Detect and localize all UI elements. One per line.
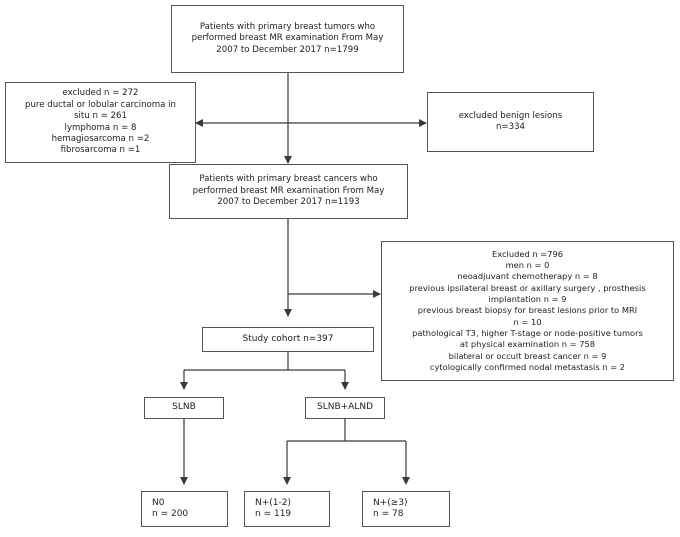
node-text-line: previous ipsilateral breast or axillary …	[409, 282, 646, 293]
node-text-line: Patients with primary breast tumors who	[199, 21, 376, 32]
node-text-line: implantation n = 9	[488, 294, 567, 305]
node-text-line: n = 10	[513, 316, 542, 327]
node-excluded-272: excluded n = 272 pure ductal or lobular …	[5, 82, 196, 163]
node-text-line: men n = 0	[505, 260, 550, 271]
node-text-line: situ n = 261	[74, 111, 127, 122]
node-text-line: SLNB	[172, 402, 196, 413]
node-text-line: lymphoma n = 8	[64, 122, 137, 133]
node-text-line: n = 78	[373, 509, 404, 519]
node-patients-tumors: Patients with primary breast tumors who …	[171, 5, 404, 73]
node-text-line: excluded benign lesions	[458, 110, 563, 121]
node-text-line: at physical examination n = 758	[459, 339, 596, 350]
node-text-line: N+(≥3)	[373, 497, 408, 508]
node-excluded-796: Excluded n =796 men n = 0 neoadjuvant ch…	[381, 241, 674, 381]
node-patients-cancers: Patients with primary breast cancers who…	[169, 164, 408, 219]
node-text-line: Patients with primary breast cancers who	[199, 174, 378, 185]
node-text-line: fibrosarcoma n =1	[60, 145, 141, 156]
node-text-line: hemagiosarcoma n =2	[51, 133, 150, 144]
node-n-3: N+(≥3) n = 78	[362, 491, 450, 527]
node-slnb-alnd: SLNB+ALND	[305, 397, 385, 419]
node-text-line: 2007 to December 2017 n=1799	[216, 44, 359, 55]
node-excluded-benign: excluded benign lesions n=334	[427, 92, 594, 152]
node-text-line: pathological T3, higher T-stage or node-…	[412, 327, 643, 338]
node-text-line: cytologically confirmed nodal metastasis…	[429, 361, 626, 372]
node-text-line: 2007 to December 2017 n=1193	[217, 197, 360, 208]
node-text-line: pure ductal or lobular carcinoma in	[25, 99, 176, 110]
node-text-line: n=334	[495, 122, 526, 132]
node-text-line: excluded n = 272	[62, 88, 139, 99]
node-text-line: n = 200	[152, 509, 189, 519]
node-text-line: N0	[152, 497, 165, 508]
node-text-line: n = 119	[255, 509, 292, 519]
node-n0: N0 n = 200	[141, 491, 228, 527]
node-text-line: bilateral or occult breast cancer n = 9	[448, 350, 607, 361]
node-text-line: SLNB+ALND	[316, 402, 373, 413]
node-slnb: SLNB	[144, 397, 224, 419]
node-text-line: Study cohort n=397	[242, 333, 334, 344]
node-text-line: performed breast MR examination From May	[191, 33, 384, 44]
node-study-cohort: Study cohort n=397	[202, 327, 374, 352]
node-text-line: previous breast biopsy for breast lesion…	[417, 305, 638, 316]
node-text-line: neoadjuvant chemotherapy n = 8	[457, 271, 598, 282]
node-text-line: performed breast MR examination From May	[192, 185, 385, 196]
node-text-line: N+(1-2)	[255, 497, 291, 508]
node-n-1-2: N+(1-2) n = 119	[244, 491, 330, 527]
node-text-line: Excluded n =796	[491, 248, 564, 259]
